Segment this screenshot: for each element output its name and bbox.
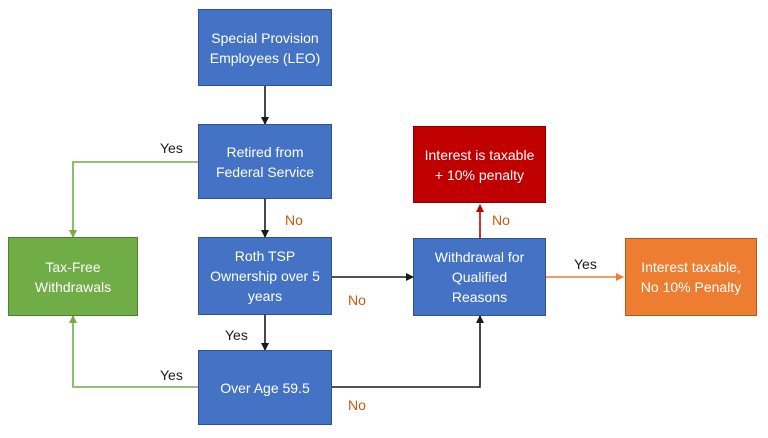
node-special-provision: Special Provision Employees (LEO) — [198, 9, 332, 86]
arrow-age-to-withdrawal — [332, 315, 484, 388]
arrow-age-to-taxfree — [69, 315, 198, 388]
edge-label-withdrawal-no: No — [492, 212, 510, 228]
node-roth-tsp-ownership: Roth TSP Ownership over 5 years — [198, 237, 332, 315]
node-withdrawal-qualified: Withdrawal for Qualified Reasons — [413, 238, 546, 316]
arrow-retired-to-taxfree — [69, 161, 198, 238]
edge-label-age-yes: Yes — [160, 367, 183, 383]
node-interest-taxable-no-penalty: Interest taxable, No 10% Penalty — [625, 238, 757, 316]
node-retired-federal-service: Retired from Federal Service — [198, 124, 332, 199]
edge-label-roth-yes: Yes — [225, 327, 248, 343]
edge-label-retired-no: No — [285, 212, 303, 228]
edge-label-retired-yes: Yes — [160, 140, 183, 156]
edge-label-withdrawal-yes: Yes — [574, 256, 597, 272]
node-tax-free-withdrawals: Tax-Free Withdrawals — [8, 237, 138, 316]
edge-label-age-no: No — [348, 397, 366, 413]
edge-label-roth-no: No — [348, 292, 366, 308]
node-over-age: Over Age 59.5 — [198, 350, 332, 425]
node-interest-taxable-penalty: Interest is taxable + 10% penalty — [413, 126, 546, 203]
